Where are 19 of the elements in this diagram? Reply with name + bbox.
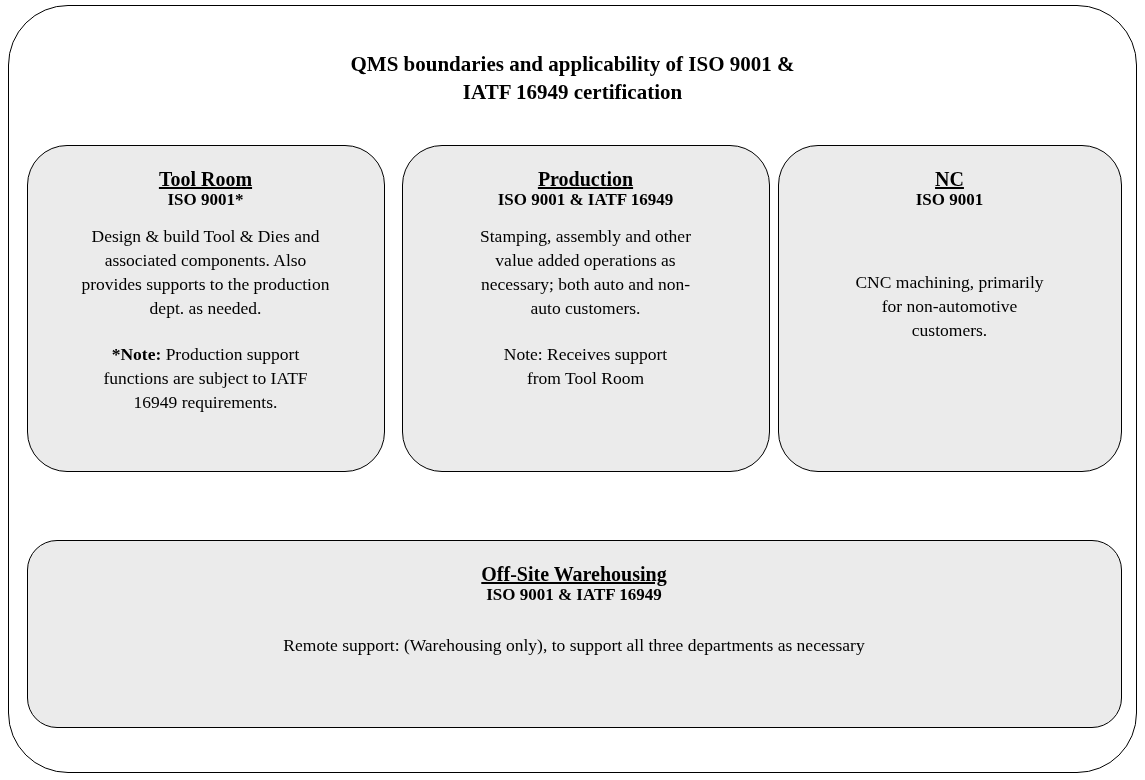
department-heading: Production	[537, 167, 634, 190]
description-text: *Note: Production support functions are subject to IATF 16949 requirements.	[102, 342, 309, 414]
certification-label: ISO 9001	[915, 189, 984, 210]
boundary-box	[8, 5, 1137, 773]
certification-label: ISO 9001 & IATF 16949	[497, 189, 674, 210]
department-box	[777, 144, 1122, 472]
description-text: Note: Receives support from Tool Room	[502, 342, 669, 390]
department-heading: NC	[935, 167, 964, 190]
department-box	[26, 144, 385, 472]
description-text: CNC machining, primarily for non-automotive customers.	[854, 270, 1045, 342]
department-heading: Off-Site Warehousing	[481, 562, 667, 585]
department-heading: Tool Room	[158, 167, 253, 190]
description-text: Stamping, assembly and other value added operations as necessary; both auto and non-auto customers.	[479, 224, 692, 320]
department-box	[26, 539, 1122, 728]
boundary-heading: QMS boundaries and applicability of ISO 9001 & IATF 16949 certification	[349, 51, 796, 106]
description-text: Design & build Tool & Dies and associated components. Also provides supports to the production dept. as needed.	[80, 224, 331, 320]
certification-label: ISO 9001*	[167, 189, 244, 210]
department-box	[401, 144, 770, 472]
description-text: Remote support: (Warehousing only), to support all three departments as necessary	[283, 633, 865, 657]
